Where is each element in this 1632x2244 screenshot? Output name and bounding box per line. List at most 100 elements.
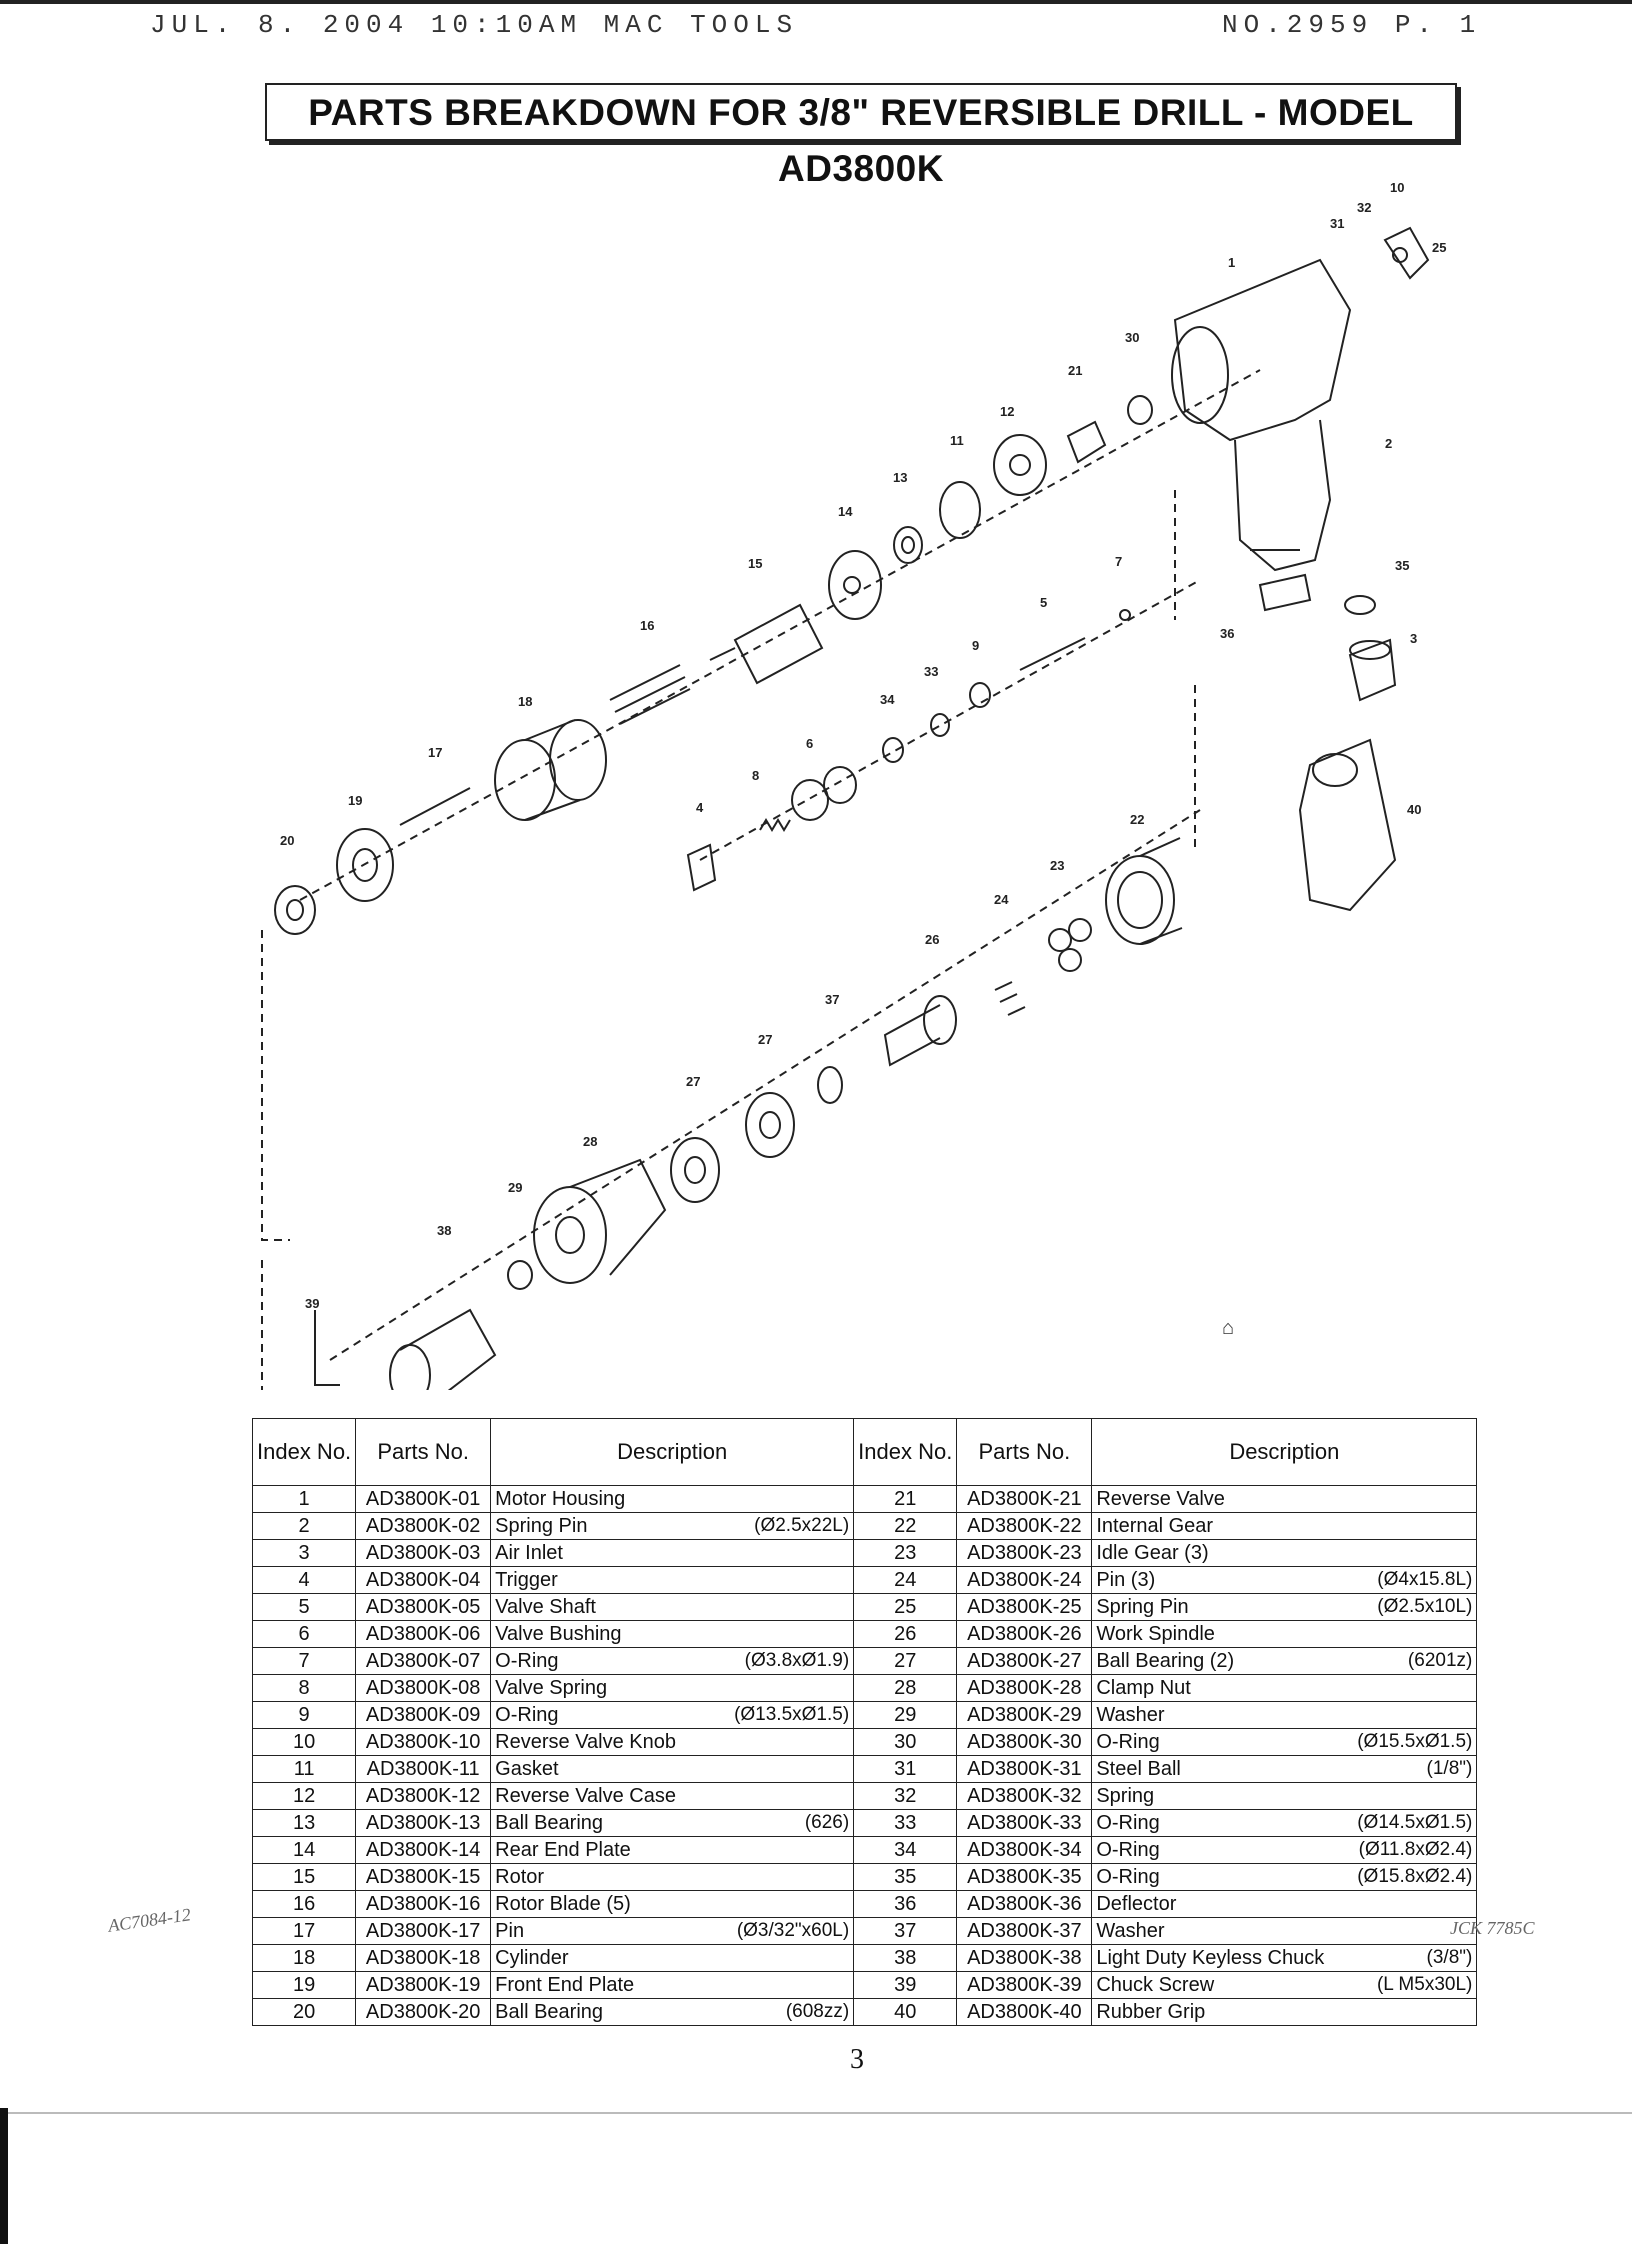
handwritten-note-right: JCK 7785C (1450, 1918, 1535, 1938)
index-cell: 24 (853, 1566, 958, 1594)
description-cell: Spring Pin(Ø2.5x22L) (490, 1512, 855, 1540)
index-cell: 16 (251, 1890, 357, 1918)
callout-34: 34 (880, 692, 895, 707)
description-text: Pin (3) (1096, 1569, 1156, 1591)
description-cell: Valve Spring (490, 1674, 855, 1702)
part-number-cell: AD3800K-35 (956, 1863, 1093, 1891)
callout-17: 17 (428, 745, 442, 760)
callout-36: 36 (1220, 626, 1234, 641)
fax-header-left: JUL. 8. 2004 10:10AM MAC TOOLS (150, 10, 799, 40)
index-cell: 25 (853, 1593, 958, 1621)
description-text: O-Ring (1096, 1866, 1160, 1888)
index-cell: 13 (251, 1809, 357, 1837)
callout-23: 23 (1050, 858, 1064, 873)
description-cell: Rear End Plate (490, 1836, 855, 1864)
description-cell: Trigger (490, 1566, 855, 1594)
description-cell: Valve Shaft (490, 1593, 855, 1621)
index-cell: 18 (251, 1944, 357, 1972)
description-text: Valve Spring (495, 1677, 608, 1699)
callout-3: 3 (1410, 631, 1417, 646)
reverse-valve-part (1066, 420, 1107, 464)
callout-2: 2 (1385, 436, 1392, 451)
description-cell: Rotor (490, 1863, 855, 1891)
part-number-cell: AD3800K-05 (355, 1593, 492, 1621)
description-text: Reverse Valve Knob (495, 1731, 677, 1753)
part-number-cell: AD3800K-20 (355, 1998, 492, 2026)
description-text: Internal Gear (1096, 1515, 1214, 1537)
callout-8: 8 (752, 768, 759, 783)
part-number-cell: AD3800K-31 (956, 1755, 1093, 1783)
o-ring-7-part (1119, 609, 1131, 621)
chuck-screw-part (314, 1310, 340, 1386)
callout-39: 39 (305, 1296, 319, 1311)
description-cell: Front End Plate (490, 1971, 855, 1999)
spec-text: (Ø4x15.8L) (1377, 1569, 1473, 1590)
spec-text: (1/8") (1426, 1758, 1473, 1779)
internal-gear-part (1105, 837, 1183, 945)
description-text: Cylinder (495, 1947, 569, 1969)
part-number-cell: AD3800K-32 (956, 1782, 1093, 1810)
callout-10: 10 (1390, 180, 1404, 195)
description-text: Washer (1096, 1920, 1165, 1942)
part-number-cell: AD3800K-14 (355, 1836, 492, 1864)
description-text: Rotor Blade (5) (495, 1893, 631, 1915)
callout-33: 33 (924, 664, 938, 679)
description-cell: Reverse Valve (1091, 1485, 1478, 1513)
description-cell: Motor Housing (490, 1485, 855, 1513)
callout-9: 9 (972, 638, 979, 653)
part-number-cell: AD3800K-18 (355, 1944, 492, 1972)
spec-text: (6201z) (1407, 1650, 1473, 1671)
part-number-cell: AD3800K-29 (956, 1701, 1093, 1729)
part-number-cell: AD3800K-13 (355, 1809, 492, 1837)
scan-edge-mark (0, 2108, 8, 2244)
description-cell: Spring (1091, 1782, 1478, 1810)
part-number-cell: AD3800K-10 (355, 1728, 492, 1756)
rotor-part (709, 603, 824, 685)
parts-table: Index No. Parts No. Description Index No… (251, 1418, 1478, 2026)
description-text: Spring Pin (495, 1515, 588, 1537)
callout-25: 25 (1432, 240, 1446, 255)
index-cell: 36 (853, 1890, 958, 1918)
description-cell: Washer (1091, 1917, 1478, 1945)
description-text: Motor Housing (495, 1488, 626, 1510)
table-header-row: Index No. Parts No. Description Index No… (251, 1418, 1478, 1486)
callout-6: 6 (806, 736, 813, 751)
description-cell: Ball Bearing (2)(6201z) (1091, 1647, 1478, 1675)
spec-text: (Ø3/32"x60L) (736, 1920, 850, 1941)
part-number-cell: AD3800K-08 (355, 1674, 492, 1702)
description-text: Washer (1096, 1704, 1165, 1726)
spec-text: (Ø2.5x10L) (1377, 1596, 1473, 1617)
callout-1: 1 (1228, 255, 1235, 270)
index-cell: 32 (853, 1782, 958, 1810)
description-cell: Light Duty Keyless Chuck(3/8") (1091, 1944, 1478, 1972)
ball-bearing-20-part (274, 885, 316, 935)
clamp-nut-part (533, 1158, 667, 1284)
description-text: Valve Shaft (495, 1596, 596, 1618)
callout-19: 19 (348, 793, 362, 808)
callout-28: 28 (583, 1134, 597, 1149)
callout-24: 24 (994, 892, 1009, 907)
callout-30: 30 (1125, 330, 1139, 345)
index-cell: 34 (853, 1836, 958, 1864)
callout-27a: 27 (758, 1032, 772, 1047)
callout-32: 32 (1357, 200, 1371, 215)
description-cell: Reverse Valve Case (490, 1782, 855, 1810)
index-cell: 17 (251, 1917, 357, 1945)
description-cell: Spring Pin(Ø2.5x10L) (1091, 1593, 1478, 1621)
description-text: Steel Ball (1096, 1758, 1181, 1780)
part-number-cell: AD3800K-02 (355, 1512, 492, 1540)
description-cell: Pin (3) (Ø4x15.8L) (1091, 1566, 1478, 1594)
description-cell: Rotor Blade (5) (490, 1890, 855, 1918)
callout-11: 11 (950, 433, 964, 448)
part-number-cell: AD3800K-21 (956, 1485, 1093, 1513)
callout-labels: 1 2 3 4 5 6 7 8 9 10 11 12 13 14 15 16 1… (280, 180, 1446, 1311)
index-cell: 33 (853, 1809, 958, 1837)
